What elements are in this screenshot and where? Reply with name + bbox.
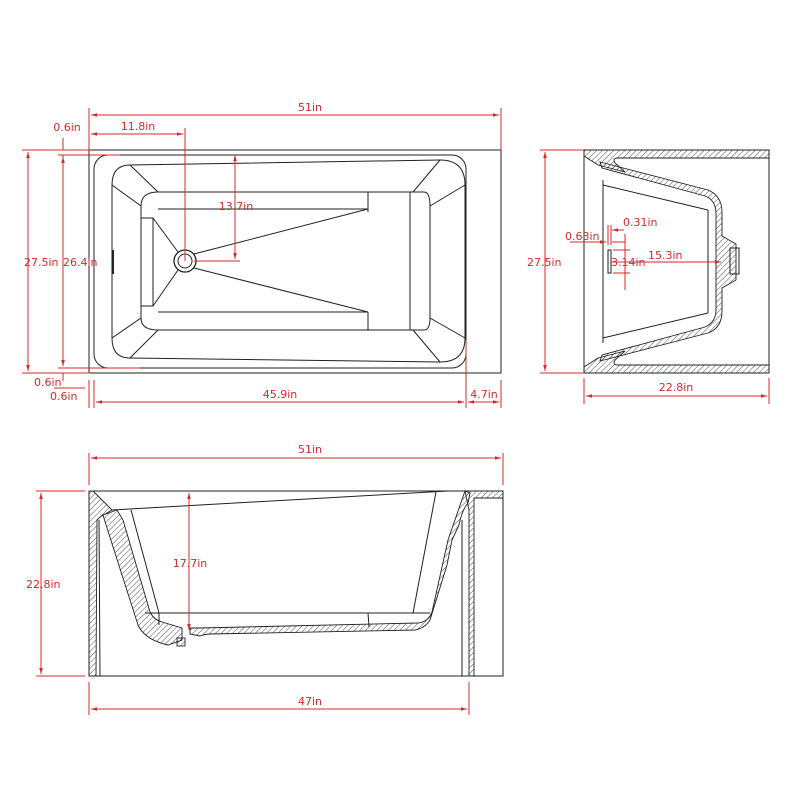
- dim-flange-top: 0.6in: [53, 121, 81, 134]
- dim-inner-width: 26.4in: [63, 256, 98, 269]
- side-view: [88, 490, 504, 677]
- dim-water-depth: 17.7in: [173, 557, 208, 570]
- dim-end-overall-depth: 22.8in: [659, 381, 694, 394]
- end-view: [583, 149, 770, 374]
- dim-side-overall-length: 51in: [298, 443, 322, 456]
- top-view: [88, 149, 502, 374]
- tub-outline-top: [88, 149, 502, 374]
- dim-flange-bottom: 0.6in: [34, 376, 62, 389]
- dim-overflow-width: 0.31in: [623, 216, 658, 229]
- dim-end-overall-width: 27.5in: [527, 256, 562, 269]
- dim-end-wall: 4.7in: [470, 388, 498, 401]
- side-view-dimensions: 51in 22.8in 17.7in 47in: [26, 443, 504, 715]
- deck-rim: [93, 154, 467, 369]
- dim-base-length: 47in: [298, 695, 322, 708]
- dim-basin-length: 45.9in: [263, 388, 298, 401]
- dim-top-overall-width: 27.5in: [24, 256, 59, 269]
- dim-flange-left: 0.6in: [50, 390, 78, 403]
- end-step: [140, 217, 154, 307]
- dim-top-overall-length: 51in: [298, 101, 322, 114]
- dim-overflow-offset: 0.63in: [565, 230, 600, 243]
- basin-floor: [140, 191, 431, 331]
- overflow-fitting: [729, 247, 740, 275]
- dim-side-overall-height: 22.8in: [26, 578, 61, 591]
- dim-drain-center-height: 13.7in: [219, 200, 254, 213]
- top-view-dimensions: 51in 11.8in 0.6in 27.5in 26.4in 13.7in 0…: [22, 101, 502, 408]
- dim-overflow-to-drain: 15.3in: [648, 249, 683, 262]
- basin-rim: [111, 159, 466, 363]
- dim-drain-offset: 11.8in: [121, 120, 156, 133]
- end-view-dimensions: 27.5in 0.31in 0.63in 3.14in 15.3in 22.8i…: [527, 149, 770, 404]
